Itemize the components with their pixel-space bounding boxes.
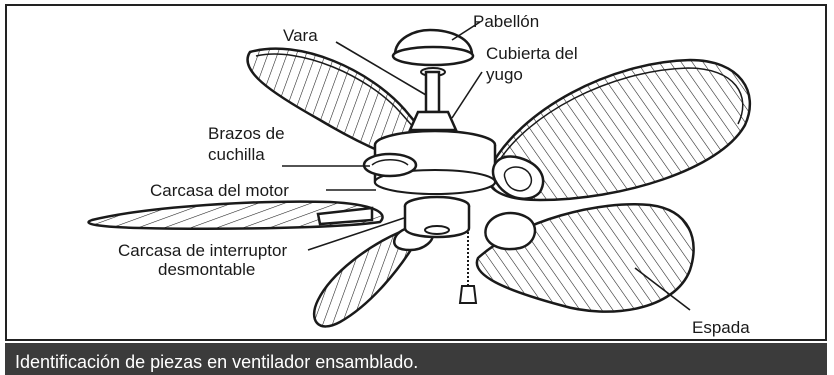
pull-chain — [458, 232, 478, 304]
ceiling-fan-illustration — [87, 21, 752, 328]
canopy — [391, 28, 475, 77]
leader-vara — [335, 41, 427, 96]
label-carcasa-motor: Carcasa del motor — [150, 181, 289, 200]
label-interruptor-line2: desmontable — [158, 260, 256, 279]
blade-arm-far-left — [316, 206, 374, 226]
label-brazos-line2: cuchilla — [208, 145, 265, 164]
leader-pabellon — [451, 21, 481, 41]
leader-lines — [282, 21, 691, 311]
caption-bar: Identificación de piezas en ventilador e… — [5, 343, 827, 375]
blade-arm-right — [491, 155, 545, 200]
downrod — [424, 70, 441, 114]
yoke-cover — [408, 110, 458, 132]
leader-cubierta — [451, 71, 483, 119]
label-cubierta-line2: yugo — [486, 65, 523, 84]
leader-espada — [634, 267, 691, 311]
label-pabellon: Pabellón — [473, 12, 540, 31]
blade-arm-lower-right — [484, 211, 537, 251]
leader-interruptor — [307, 217, 405, 251]
label-espada: Espada — [692, 318, 750, 337]
caption-text: Identificación de piezas en ventilador e… — [15, 352, 419, 372]
label-vara: Vara — [283, 26, 318, 45]
blade-left — [87, 200, 384, 230]
label-brazos-line1: Brazos de — [208, 124, 285, 143]
blade-arm-left — [362, 152, 418, 178]
label-interruptor-line1: Carcasa de interruptor — [118, 241, 288, 260]
blade-upper-right — [487, 58, 752, 202]
label-cubierta-line1: Cubierta del — [486, 44, 578, 63]
blade-lower-left — [312, 230, 422, 328]
switch-housing — [403, 195, 471, 239]
